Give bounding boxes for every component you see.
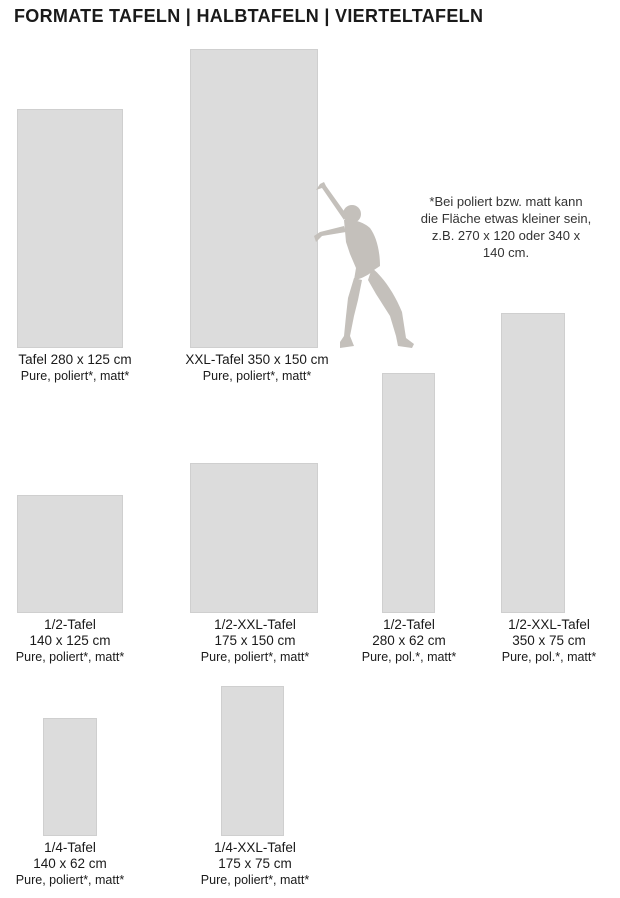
format-name: 1/2-XXL-Tafel	[508, 617, 590, 632]
footnote: *Bei poliert bzw. matt kann die Fläche e…	[420, 194, 592, 260]
page-title: FORMATE TAFELN | HALBTAFELN | VIERTELTAF…	[14, 6, 484, 26]
slab-tafel	[17, 109, 123, 348]
caption-half-tafel: 1/2-Tafel 140 x 125 cm Pure, poliert*, m…	[0, 617, 140, 665]
slab-quarter-tafel	[43, 718, 97, 836]
format-size: 175 x 75 cm	[218, 856, 292, 871]
format-size: 350 x 75 cm	[512, 633, 586, 648]
slab-half-tafel-narrow	[382, 373, 435, 613]
caption-xxl-tafel: XXL-Tafel 350 x 150 cm Pure, poliert*, m…	[168, 352, 346, 384]
slab-quarter-xxl-tafel	[221, 686, 284, 836]
person-pushing-icon	[314, 182, 414, 348]
format-name: 1/2-Tafel	[44, 617, 96, 632]
format-finishes: Pure, poliert*, matt*	[15, 650, 125, 664]
format-name: 1/2-Tafel	[383, 617, 435, 632]
caption-tafel: Tafel 280 x 125 cm Pure, poliert*, matt*	[0, 352, 150, 384]
format-size: 175 x 150 cm	[214, 633, 296, 648]
format-size: 280 x 62 cm	[372, 633, 446, 648]
format-finishes: Pure, poliert*, matt*	[20, 369, 130, 383]
format-size: 140 x 125 cm	[29, 633, 111, 648]
caption-quarter-xxl-tafel: 1/4-XXL-Tafel 175 x 75 cm Pure, poliert*…	[174, 840, 336, 888]
format-finishes: Pure, poliert*, matt*	[202, 369, 312, 383]
caption-half-xxl-tafel: 1/2-XXL-Tafel 175 x 150 cm Pure, poliert…	[174, 617, 336, 665]
slab-half-tafel	[17, 495, 123, 613]
slab-xxl-tafel	[190, 49, 318, 348]
caption-half-tafel-narrow: 1/2-Tafel 280 x 62 cm Pure, pol.*, matt*	[342, 617, 476, 665]
caption-half-xxl-tafel-narrow: 1/2-XXL-Tafel 350 x 75 cm Pure, pol.*, m…	[482, 617, 616, 665]
format-name: 1/2-XXL-Tafel	[214, 617, 296, 632]
format-name: XXL-Tafel 350 x 150 cm	[185, 352, 329, 367]
format-finishes: Pure, pol.*, matt*	[361, 650, 457, 664]
format-finishes: Pure, pol.*, matt*	[501, 650, 597, 664]
slab-half-xxl-tafel-narrow	[501, 313, 565, 613]
format-size: 140 x 62 cm	[33, 856, 107, 871]
format-name: Tafel 280 x 125 cm	[18, 352, 132, 367]
caption-quarter-tafel: 1/4-Tafel 140 x 62 cm Pure, poliert*, ma…	[0, 840, 140, 888]
format-name: 1/4-XXL-Tafel	[214, 840, 296, 855]
slab-half-xxl-tafel	[190, 463, 318, 613]
format-finishes: Pure, poliert*, matt*	[15, 873, 125, 887]
format-name: 1/4-Tafel	[44, 840, 96, 855]
format-finishes: Pure, poliert*, matt*	[200, 650, 310, 664]
format-finishes: Pure, poliert*, matt*	[200, 873, 310, 887]
